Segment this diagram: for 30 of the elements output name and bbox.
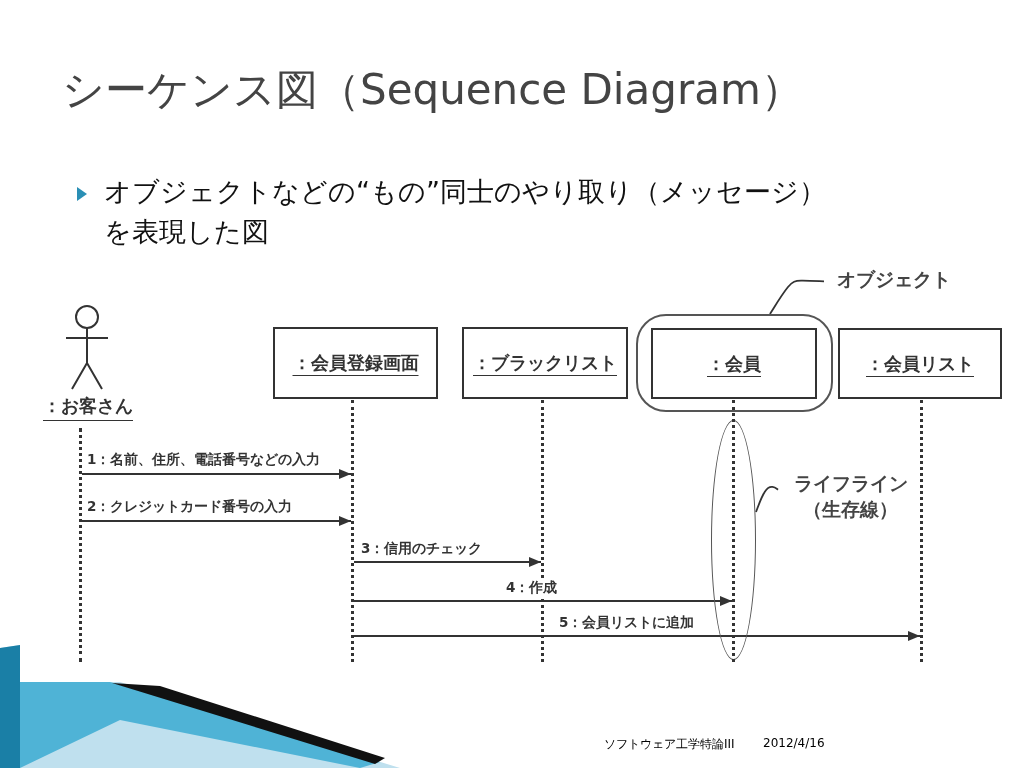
object-box xyxy=(273,327,438,399)
message-label: 5：会員リストに追加 xyxy=(558,613,696,631)
object-name: ：会員リスト xyxy=(866,351,974,376)
object-name: ：会員登録画面 xyxy=(292,351,419,375)
leader-line xyxy=(769,279,825,315)
object-box xyxy=(462,327,628,399)
object-box xyxy=(651,328,817,399)
message-label: 1：名前、住所、電話番号などの入力 xyxy=(86,450,322,468)
message-arrow xyxy=(81,469,352,479)
slide-title: シーケンス図（Sequence Diagram） xyxy=(62,64,803,116)
object-name: ：会員 xyxy=(707,351,761,376)
message-arrow xyxy=(353,596,733,606)
message-label: 2：クレジットカード番号の入力 xyxy=(86,497,294,515)
callout-text: オブジェクト xyxy=(824,266,964,294)
message-arrow xyxy=(353,631,921,641)
lifeline xyxy=(79,428,82,662)
lifeline xyxy=(732,400,735,662)
object-highlight-outline xyxy=(636,314,833,412)
lifeline xyxy=(351,400,354,662)
footer-date: 2012/4/16 xyxy=(763,736,825,750)
footer-text: ソフトウェア工学特論III xyxy=(604,736,735,753)
actor-name: ：お客さん xyxy=(42,394,134,418)
lifeline xyxy=(920,400,923,662)
message-arrow xyxy=(81,516,352,526)
object-name: ：ブラックリスト xyxy=(473,351,617,375)
message-label: 4：作成 xyxy=(505,578,559,596)
callout-text: ライフライン（生存線） xyxy=(778,470,923,528)
message-arrow xyxy=(353,557,542,567)
bullet-text: オブジェクトなどの“もの”同士のやり取り（メッセージ）を表現した図 xyxy=(104,175,827,249)
object-box xyxy=(838,328,1002,399)
